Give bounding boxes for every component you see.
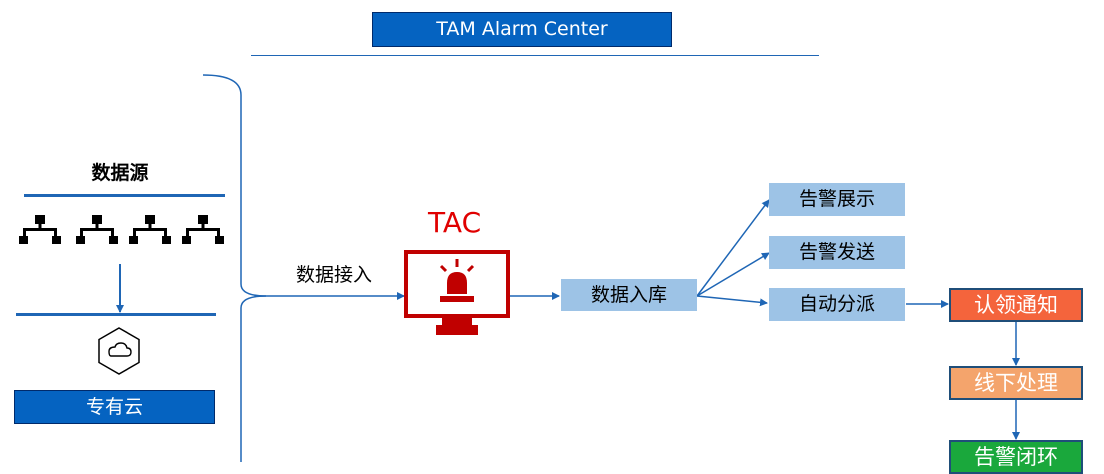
claim-notify-box: 认领通知 <box>949 288 1083 322</box>
bracket-line-lower <box>240 295 267 462</box>
data-source-label: 数据源 <box>91 162 149 184</box>
hierarchy-icon <box>182 215 224 244</box>
storage-to-dispatch-arrow <box>696 295 768 307</box>
alarm-display-box: 告警展示 <box>769 183 905 216</box>
hierarchy-icon <box>129 215 171 244</box>
offline-handle-box: 线下处理 <box>949 366 1083 400</box>
alarm-monitor-icon <box>404 250 510 335</box>
connector-lines <box>116 74 1020 462</box>
source-divider <box>24 194 225 197</box>
cloud-hexagon-icon <box>98 327 140 375</box>
cloud-divider <box>16 313 216 316</box>
hierarchy-icon <box>19 215 61 244</box>
alarm-send-box: 告警发送 <box>769 236 905 269</box>
data-ingest-label: 数据接入 <box>296 264 373 286</box>
storage-to-send-arrow <box>696 252 770 297</box>
hierarchy-icon <box>76 215 118 244</box>
alarm-close-box: 告警闭环 <box>949 440 1083 474</box>
storage-to-display-arrow <box>696 199 770 297</box>
title-underline <box>251 55 819 56</box>
hierarchy-icon-group <box>19 215 224 375</box>
private-cloud-box: 专有云 <box>14 390 215 424</box>
tac-label: TAC <box>428 206 482 239</box>
data-storage-box: 数据入库 <box>561 279 697 311</box>
bracket-line <box>202 74 267 297</box>
auto-dispatch-box: 自动分派 <box>769 288 905 321</box>
diagram-title: TAM Alarm Center <box>372 12 672 47</box>
